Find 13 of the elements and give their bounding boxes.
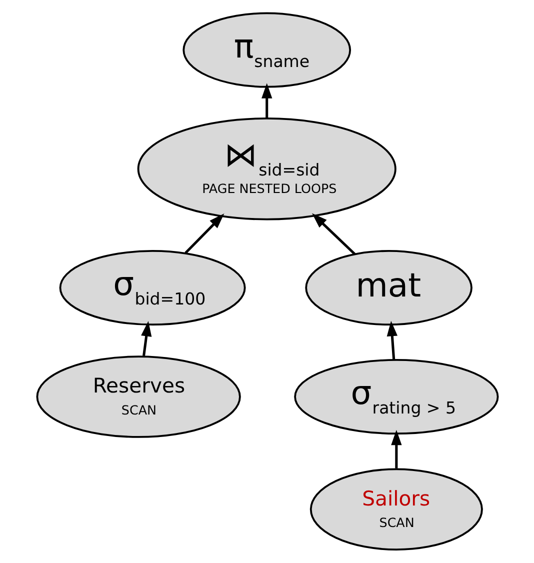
arrow bbox=[390, 430, 402, 468]
node-ellipse: Reserves SCAN bbox=[36, 356, 240, 438]
arrow bbox=[184, 214, 224, 254]
arrow bbox=[261, 83, 272, 118]
node-ellipse: σ$_{bid=100}$ bbox=[58, 250, 246, 326]
arrow bbox=[140, 321, 152, 356]
node-ellipse: mat bbox=[304, 250, 472, 326]
arrow bbox=[386, 320, 397, 360]
node-ellipse: ⋈$_{sid=sid}$ PAGE NESTED LOOPS bbox=[136, 118, 396, 220]
node-ellipse: Sailors SCAN bbox=[309, 468, 482, 551]
node-ellipse: π$_{sname}$ bbox=[182, 12, 351, 88]
node-ellipse: σ$_{rating > 5}$ bbox=[294, 359, 498, 435]
arrow bbox=[311, 213, 356, 256]
